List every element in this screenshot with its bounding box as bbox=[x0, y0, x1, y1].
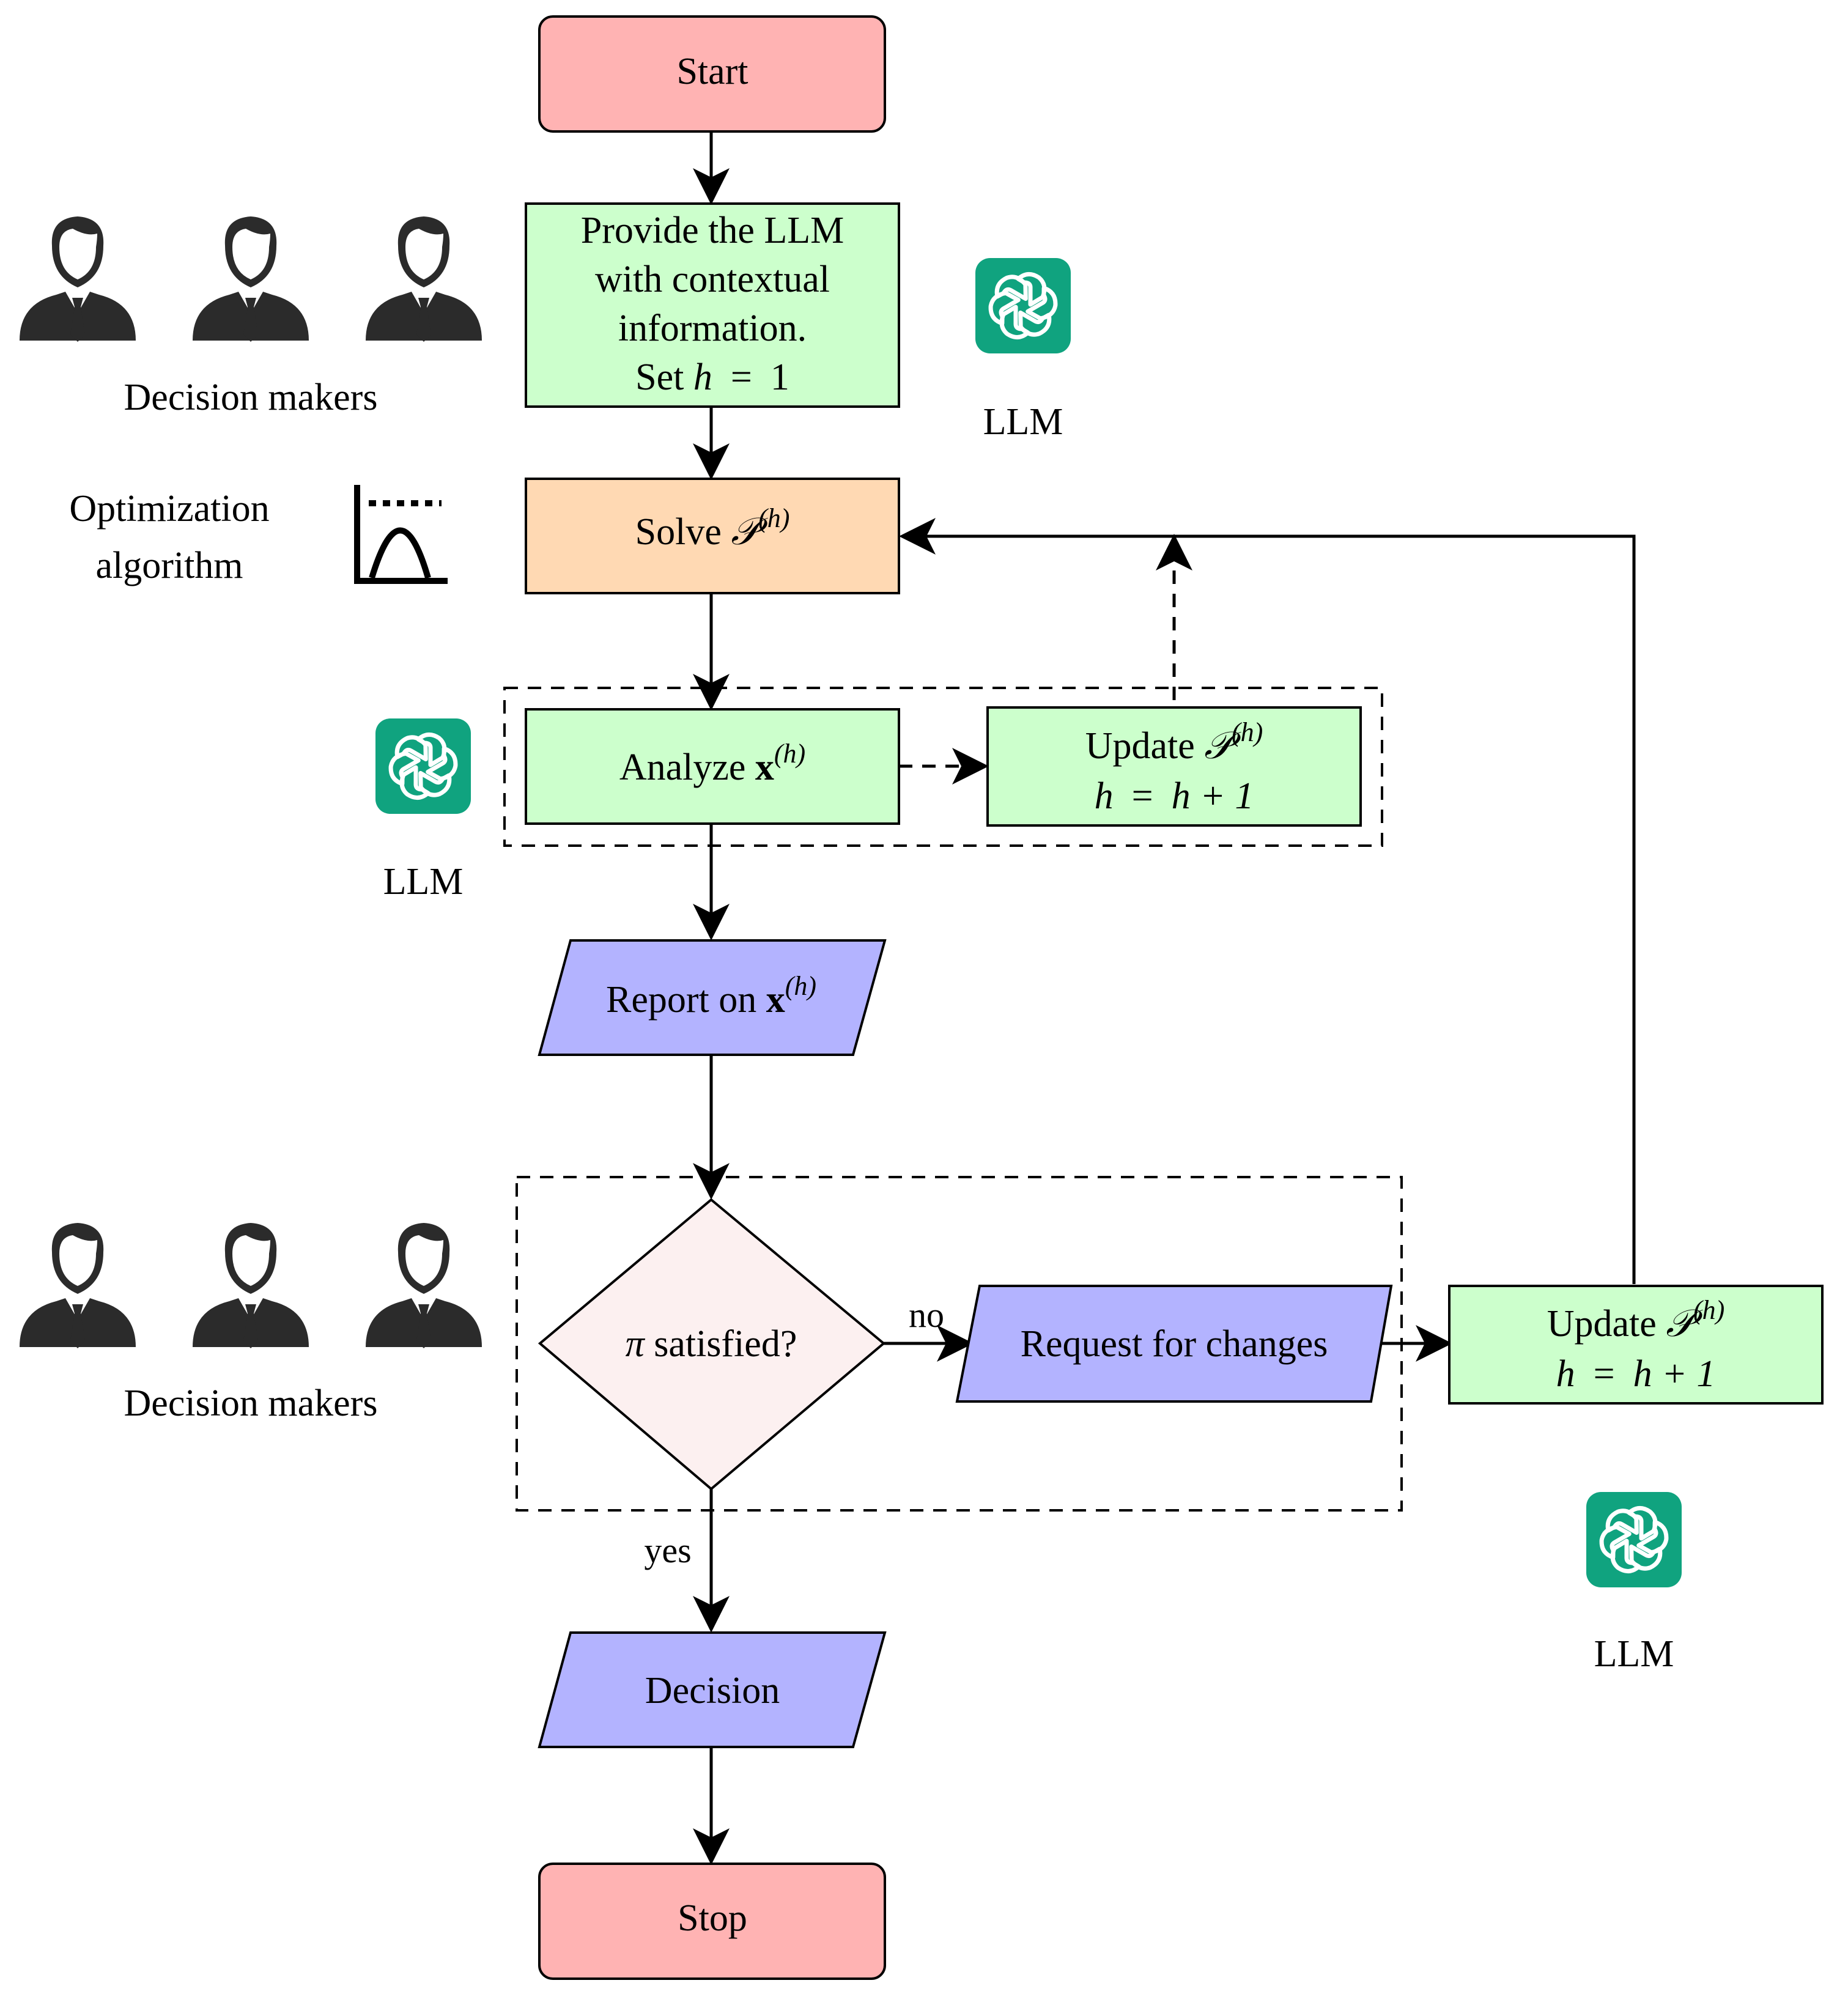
edges bbox=[693, 131, 1636, 1865]
openai-logo-icon bbox=[975, 258, 1071, 353]
provide-line2: with contextual bbox=[595, 259, 830, 300]
request-label: Request for changes bbox=[1021, 1323, 1328, 1365]
update-top-line2: h=h + 1 bbox=[1095, 775, 1254, 817]
node-pi-satisfied: π satisfied? bbox=[538, 1198, 886, 1491]
node-report: Report on x(h) bbox=[538, 939, 887, 1056]
pi-satisfied-label: π satisfied? bbox=[626, 1323, 797, 1365]
node-analyze: Analyze x(h) bbox=[525, 708, 900, 825]
edge-label-yes: yes bbox=[644, 1531, 691, 1570]
update-top-line1: Update 𝒫(h) bbox=[1085, 717, 1263, 767]
businessman-icon bbox=[193, 216, 309, 342]
node-provide-context: Provide the LLM with contextual informat… bbox=[525, 202, 900, 408]
node-stop: Stop bbox=[538, 1863, 886, 1980]
llm-middle-label: LLM bbox=[383, 861, 464, 903]
edge-label-no: no bbox=[909, 1295, 944, 1335]
decision-makers-top-label: Decision makers bbox=[124, 377, 378, 418]
update-right-line1: Update 𝒫(h) bbox=[1547, 1295, 1725, 1345]
decision-label: Decision bbox=[645, 1670, 780, 1711]
optimization-algorithm: Optimization algorithm bbox=[69, 485, 448, 586]
decision-makers-top: Decision makers bbox=[20, 216, 482, 418]
node-request-changes: Request for changes bbox=[955, 1285, 1393, 1403]
llm-analysis-group bbox=[503, 687, 1383, 847]
update-right-line2: h=h + 1 bbox=[1556, 1353, 1716, 1395]
provide-line3: information. bbox=[618, 308, 807, 349]
start-label: Start bbox=[676, 51, 748, 92]
analyze-label: Analyze x(h) bbox=[619, 739, 805, 788]
businessman-icon bbox=[20, 1223, 136, 1348]
llm-top: LLM bbox=[975, 258, 1071, 443]
node-decision: Decision bbox=[538, 1631, 887, 1748]
decision-makers-group bbox=[516, 1176, 1403, 1512]
optimization-line2: algorithm bbox=[95, 545, 243, 586]
openai-logo-icon bbox=[375, 718, 471, 814]
decision-makers-bottom: Decision makers bbox=[20, 1223, 482, 1424]
provide-line4: Set h=1 bbox=[635, 356, 789, 398]
businessman-icon bbox=[366, 1223, 482, 1348]
stop-label: Stop bbox=[678, 1897, 747, 1939]
decision-makers-bottom-label: Decision makers bbox=[124, 1383, 378, 1424]
businessman-icon bbox=[366, 216, 482, 342]
llm-bottom-label: LLM bbox=[1594, 1633, 1674, 1675]
report-label: Report on x(h) bbox=[606, 971, 816, 1021]
openai-logo-icon bbox=[1586, 1492, 1682, 1587]
llm-middle: LLM bbox=[375, 718, 471, 903]
node-update-top: Update 𝒫(h) h=h + 1 bbox=[986, 706, 1362, 827]
optimization-line1: Optimization bbox=[69, 488, 269, 530]
businessman-icon bbox=[20, 216, 136, 342]
node-solve: Solve 𝒫(h) bbox=[525, 478, 900, 594]
node-update-right: Update 𝒫(h) h=h + 1 bbox=[1448, 1285, 1824, 1405]
solve-label: Solve 𝒫(h) bbox=[635, 503, 790, 553]
parabola-chart-icon bbox=[354, 485, 448, 584]
provide-line1: Provide the LLM bbox=[581, 210, 845, 251]
edge-update-loop bbox=[899, 518, 1636, 1284]
llm-top-label: LLM bbox=[983, 401, 1063, 443]
node-start: Start bbox=[538, 15, 886, 133]
llm-bottom: LLM bbox=[1586, 1492, 1682, 1675]
businessman-icon bbox=[193, 1223, 309, 1348]
